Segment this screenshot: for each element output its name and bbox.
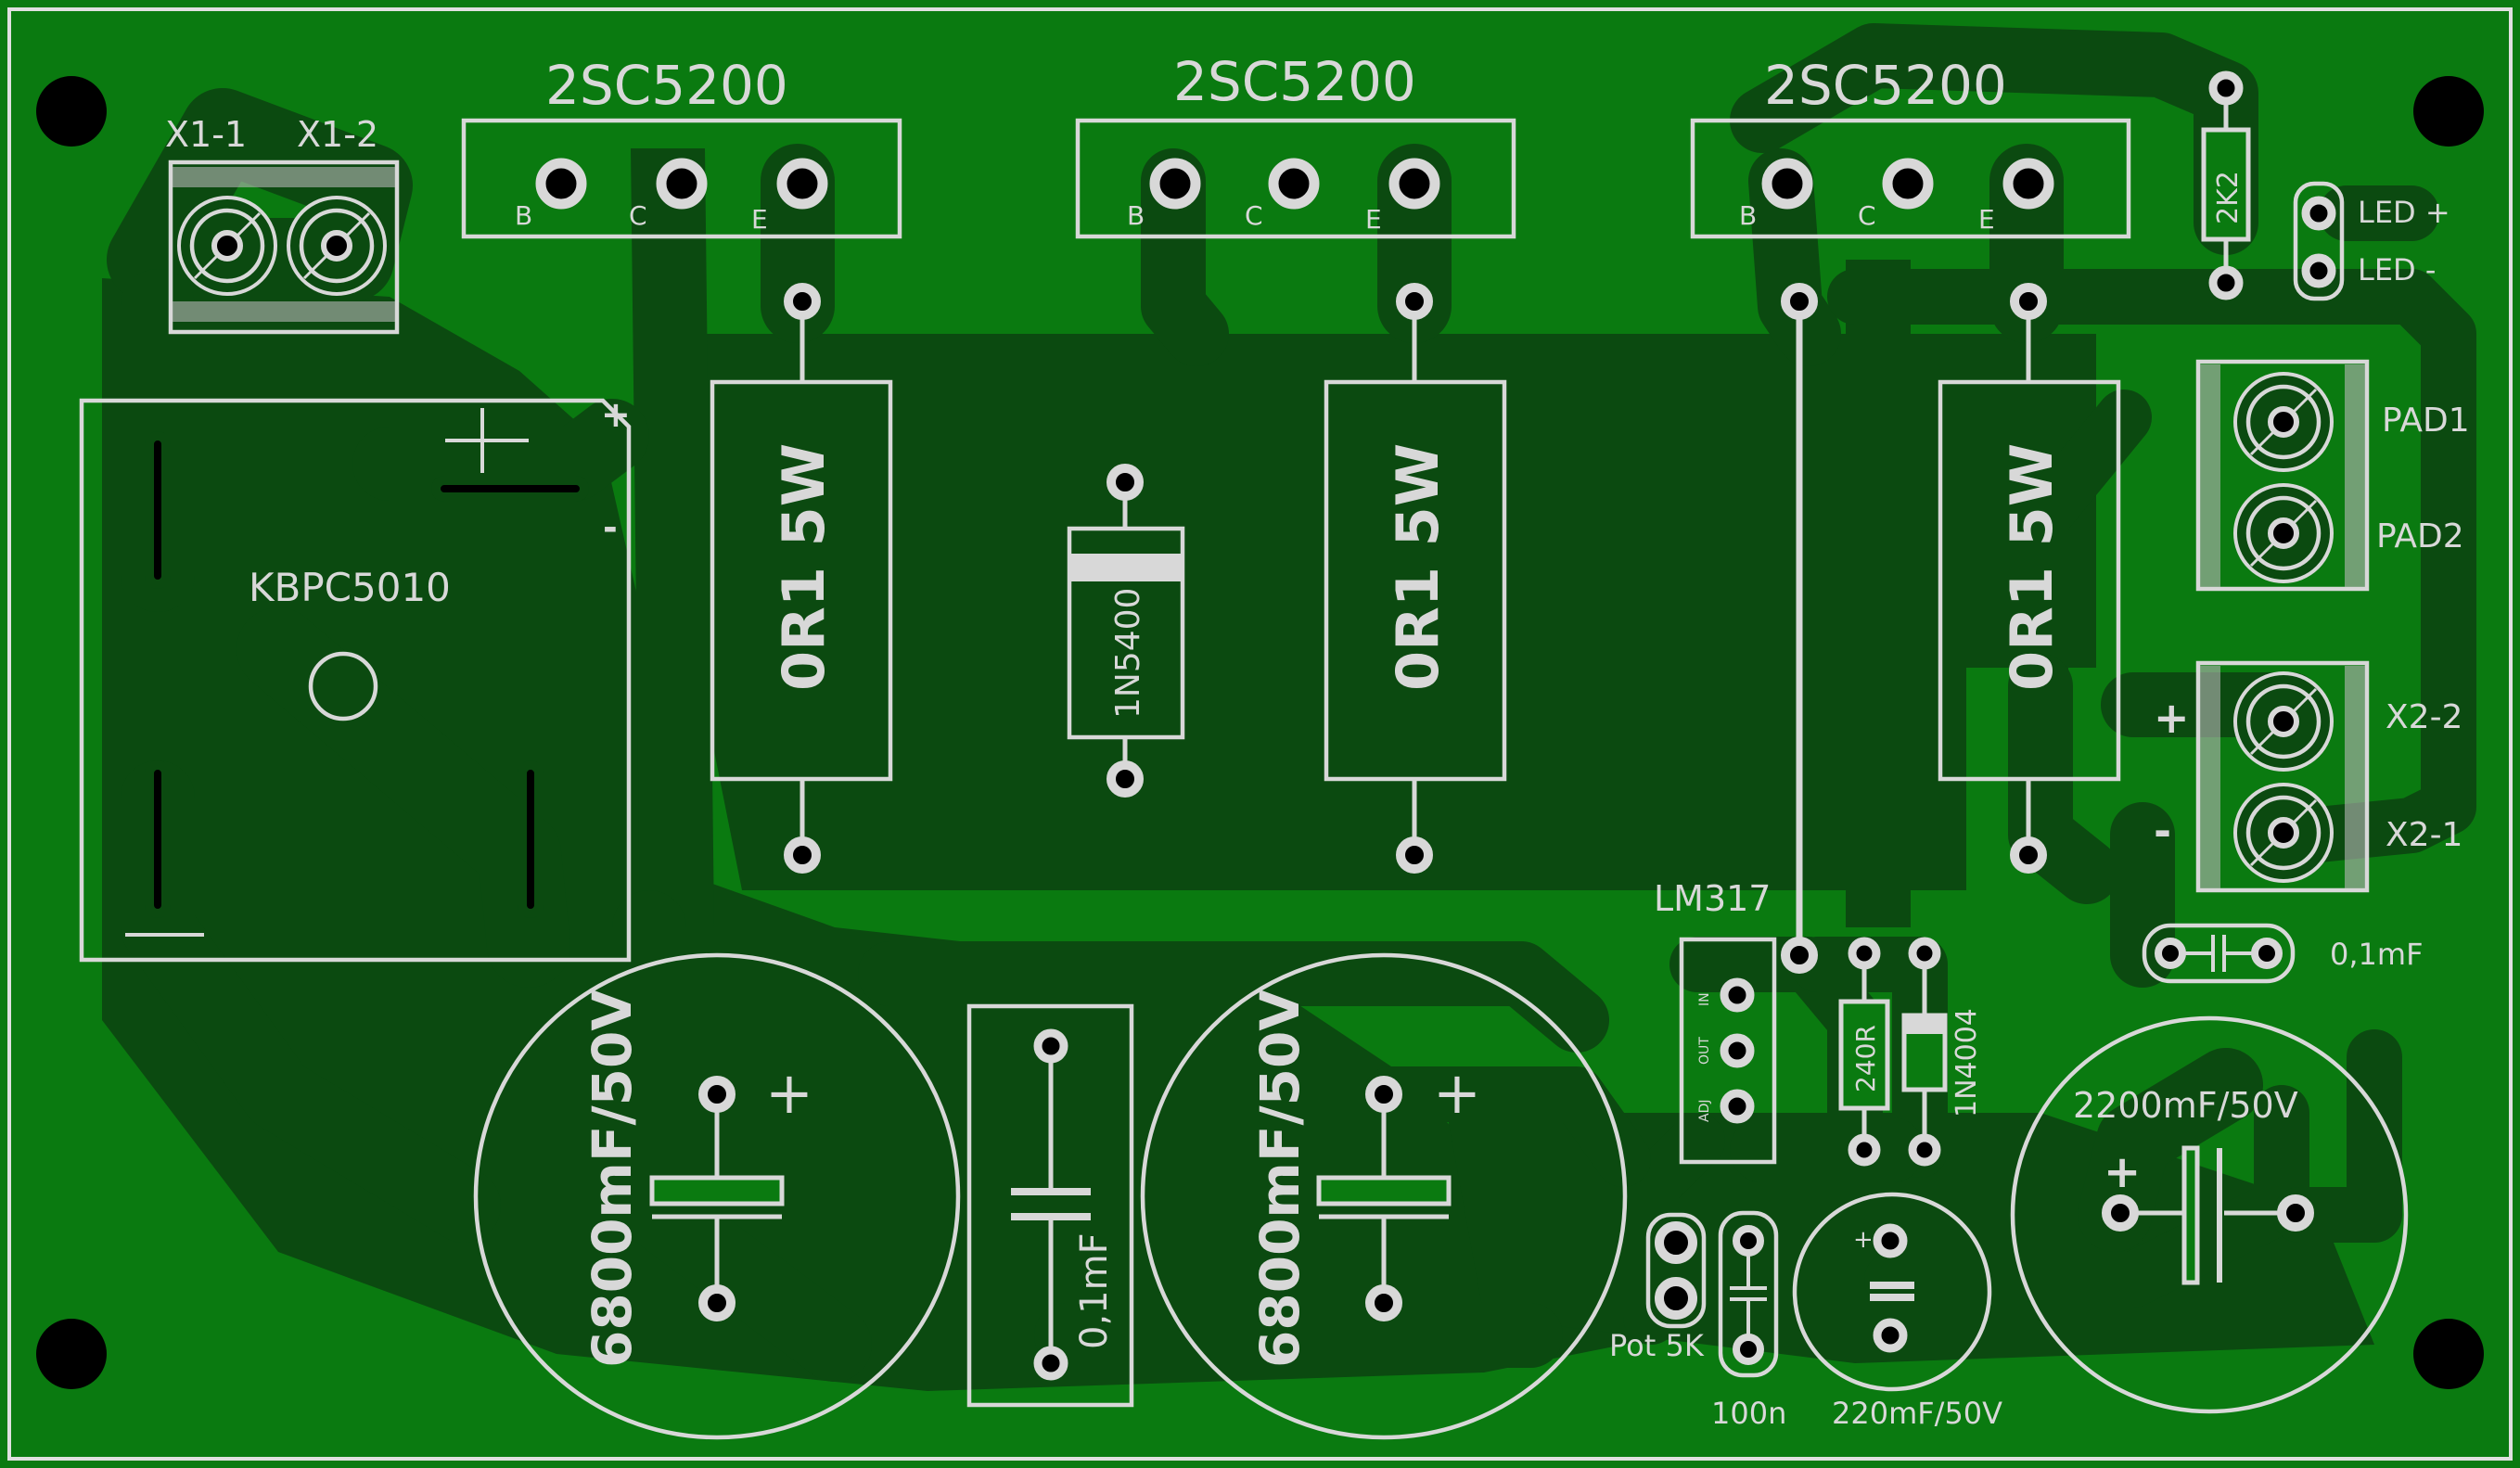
led-connector: LED + LED - (2293, 181, 2450, 301)
cap-6800-1-plus: + (765, 1059, 813, 1127)
cap-2200-label: 2200mF/50V (2073, 1085, 2298, 1126)
resistor-2k2-label: 2K2 (2212, 171, 2245, 224)
cap-01-right-label: 0,1mF (2330, 937, 2423, 972)
transistor-1-b: B (515, 200, 532, 231)
pad2-label: PAD2 (2376, 517, 2464, 555)
diode-1n5400: 1N5400 (1067, 464, 1185, 798)
transistor-1: 2SC5200 B C E (461, 54, 902, 239)
transistor-1-e: E (751, 204, 768, 235)
cap-01-center: 0,1mF (966, 1003, 1134, 1408)
x1-pin1-label: X1-1 (165, 114, 247, 155)
x2-1-label: X2-1 (2386, 816, 2462, 854)
cap-01-center-label: 0,1mF (1073, 1232, 1116, 1349)
transistor-3-b: B (1739, 200, 1757, 231)
cap-6800-1-label: 6800mF/50V (581, 989, 644, 1368)
transistor-3: 2SC5200 B C E (1690, 54, 2131, 239)
cap-6800-2: 6800mF/50V + (1140, 952, 1628, 1440)
bridge-name-label: KBPC5010 (249, 565, 451, 610)
lm317-in-label: IN (1697, 992, 1712, 1006)
x2-minus-label: - (2154, 806, 2171, 856)
transistor-1-c: C (629, 200, 647, 231)
diode-1n5400-label: 1N5400 (1109, 588, 1147, 719)
pot-5k-label: Pot 5K (1609, 1328, 1705, 1363)
cap-2200: 2200mF/50V + (2010, 1015, 2409, 1414)
cap-220: + 220mF/50V (1792, 1192, 2002, 1431)
transistor-2-label: 2SC5200 (1173, 50, 1416, 113)
resistor-2k2: 2K2 (2201, 70, 2251, 300)
transistor-3-c: C (1858, 200, 1876, 231)
pad1-label: PAD1 (2382, 402, 2470, 440)
transistor-2-e: E (1365, 204, 1382, 235)
resistor-240r: 240R (1838, 937, 1890, 1167)
x2-2-label: X2-2 (2386, 698, 2462, 736)
cap-100n-label: 100n (1711, 1396, 1786, 1431)
diode-1n4004-label: 1N4004 (1951, 1008, 1983, 1117)
mount-hole-top-left (36, 76, 107, 147)
resistor-3: 0R1 5W (1938, 283, 2121, 874)
transistor-2: 2SC5200 B C E (1075, 50, 1516, 239)
board-outline (7, 7, 2513, 1461)
mount-hole-bottom-left (36, 1319, 107, 1389)
cap-100n: 100n (1711, 1210, 1786, 1431)
resistor-1-label: 0R1 5W (770, 443, 838, 691)
transistor-2-b: B (1127, 200, 1145, 231)
terminal-pad: PAD1 PAD2 (2195, 359, 2470, 592)
cap-6800-1: 6800mF/50V + (473, 952, 961, 1440)
transistor-3-e: E (1978, 204, 1995, 235)
resistor-3-label: 0R1 5W (1998, 443, 2066, 691)
mount-hole-top-right (2413, 76, 2484, 147)
resistor-2: 0R1 5W (1324, 283, 1507, 874)
mounting-holes (36, 76, 2484, 1389)
terminal-x2: X2-2 X2-1 + - (2154, 660, 2462, 893)
mount-hole-bottom-right (2413, 1319, 2484, 1389)
lm317-out-label: OUT (1697, 1037, 1712, 1065)
cap-2200-plus: + (2104, 1146, 2141, 1198)
led-minus-label: LED - (2358, 252, 2436, 287)
transistor-2-c: C (1245, 200, 1263, 231)
cap-220-label: 220mF/50V (1832, 1396, 2002, 1431)
terminal-x1: X1-1 X1-2 (165, 114, 400, 335)
bridge-rectifier: KBPC5010 + - (79, 394, 632, 963)
x2-plus-label: + (2154, 693, 2190, 743)
resistor-1: 0R1 5W (710, 283, 893, 874)
cap-01-right: 0,1mF (2142, 923, 2423, 984)
pot-5k: Pot 5K (1609, 1212, 1707, 1363)
resistor-240r-label: 240R (1850, 1025, 1881, 1092)
lm317-adj-label: ADJ (1697, 1100, 1712, 1123)
regulator-lm317: LM317 IN OUT ADJ (1654, 878, 1777, 1165)
bridge-minus-label: - (603, 507, 618, 548)
cap-6800-2-label: 6800mF/50V (1248, 989, 1311, 1368)
x1-pin2-label: X1-2 (297, 114, 378, 155)
transistor-3-label: 2SC5200 (1764, 54, 2007, 117)
bridge-plus-label: + (601, 394, 631, 435)
cap-6800-2-plus: + (1433, 1059, 1481, 1127)
resistor-2-label: 0R1 5W (1384, 443, 1452, 691)
transistor-1-label: 2SC5200 (545, 54, 788, 117)
lm317-label: LM317 (1654, 878, 1772, 919)
diode-1n4004: 1N4004 (1901, 937, 1983, 1167)
led-plus-label: LED + (2358, 195, 2450, 230)
cap-220-plus: + (1853, 1226, 1874, 1254)
